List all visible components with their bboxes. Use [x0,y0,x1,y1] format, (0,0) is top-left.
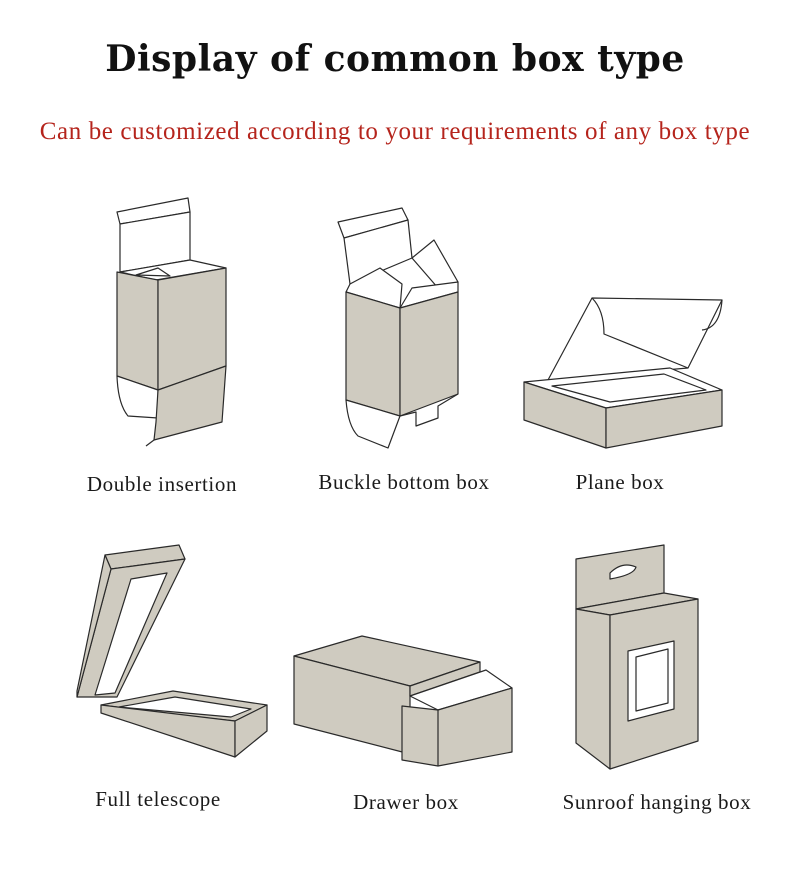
buckle-bottom-box-icon [337,207,459,449]
drawer-box-icon [293,635,513,767]
plane-box-icon [523,297,723,449]
box-label-drawer: Drawer box [353,790,459,814]
page-subtitle: Can be customized according to your requ… [39,118,751,145]
page-title: Display of common box type [105,38,685,80]
box-label-buckle-bottom: Buckle bottom box [318,470,490,494]
box-label-plane: Plane box [575,470,665,494]
full-telescope-box-icon [76,544,268,758]
box-label-sunroof-hanging: Sunroof hanging box [562,790,752,814]
box-label-double-insertion: Double insertion [86,472,238,496]
double-insertion-box-icon [116,197,227,447]
sunroof-hanging-box-icon [575,544,699,770]
box-label-full-telescope: Full telescope [95,787,221,811]
